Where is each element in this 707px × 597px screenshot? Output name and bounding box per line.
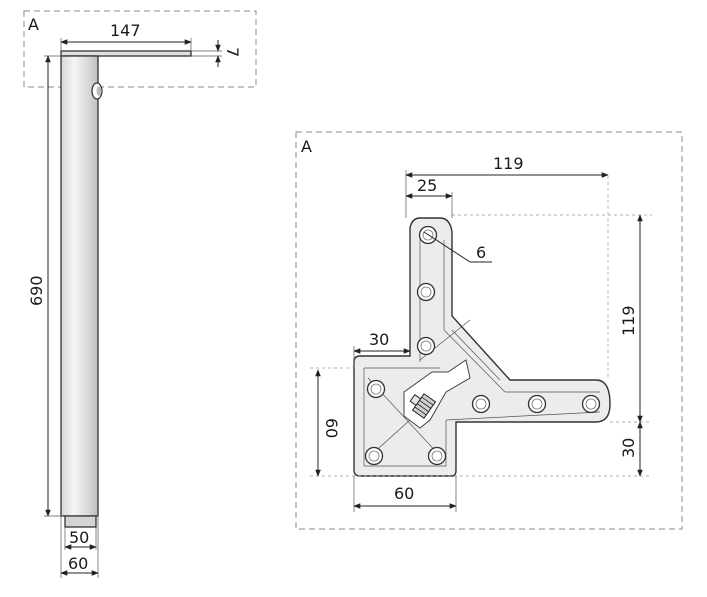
bracket-ribs bbox=[363, 232, 601, 467]
hole-icon bbox=[527, 394, 547, 414]
detail-view-frame bbox=[295, 131, 683, 530]
hole-icon bbox=[471, 394, 491, 414]
dim-foot-outer-label: 60 bbox=[68, 554, 88, 573]
dim-left-height-label: 60 bbox=[322, 418, 341, 438]
foot-cap bbox=[64, 515, 97, 528]
dim-arm-height-label: 119 bbox=[619, 305, 638, 336]
hole-icon bbox=[416, 336, 436, 356]
hole-icon bbox=[366, 379, 386, 399]
leg-side-view: A 147 7 690 50 60 bbox=[23, 10, 257, 578]
dim-foot-inner-label: 50 bbox=[69, 528, 89, 547]
mounting-plate bbox=[60, 50, 192, 57]
leg-tube bbox=[60, 55, 99, 517]
detail-a-label: A bbox=[28, 15, 39, 34]
dim-hole-diameter-label: 6 bbox=[476, 243, 486, 262]
adjust-screw-icon bbox=[409, 393, 437, 419]
dim-plate-length-label: 147 bbox=[110, 21, 141, 40]
detail-a-frame bbox=[23, 10, 257, 88]
hole-icon bbox=[416, 282, 436, 302]
dim-base-height-label: 30 bbox=[619, 438, 638, 458]
detail-view-label: A bbox=[301, 137, 312, 156]
dim-hole-offset-label: 25 bbox=[417, 176, 437, 195]
hole-icon bbox=[581, 394, 601, 414]
hole-icon bbox=[364, 446, 384, 466]
dim-hole-diameter-leader bbox=[423, 231, 471, 263]
dim-leg-height-label: 690 bbox=[27, 275, 46, 306]
mounting-holes bbox=[364, 225, 601, 466]
dim-overall-width-label: 119 bbox=[493, 154, 524, 173]
dim-step-width-label: 30 bbox=[369, 330, 389, 349]
bracket-detail-view: A bbox=[295, 131, 683, 530]
dim-bottom-width-label: 60 bbox=[394, 484, 414, 503]
hole-icon bbox=[427, 446, 447, 466]
dim-plate-thickness-label: 7 bbox=[223, 47, 242, 57]
